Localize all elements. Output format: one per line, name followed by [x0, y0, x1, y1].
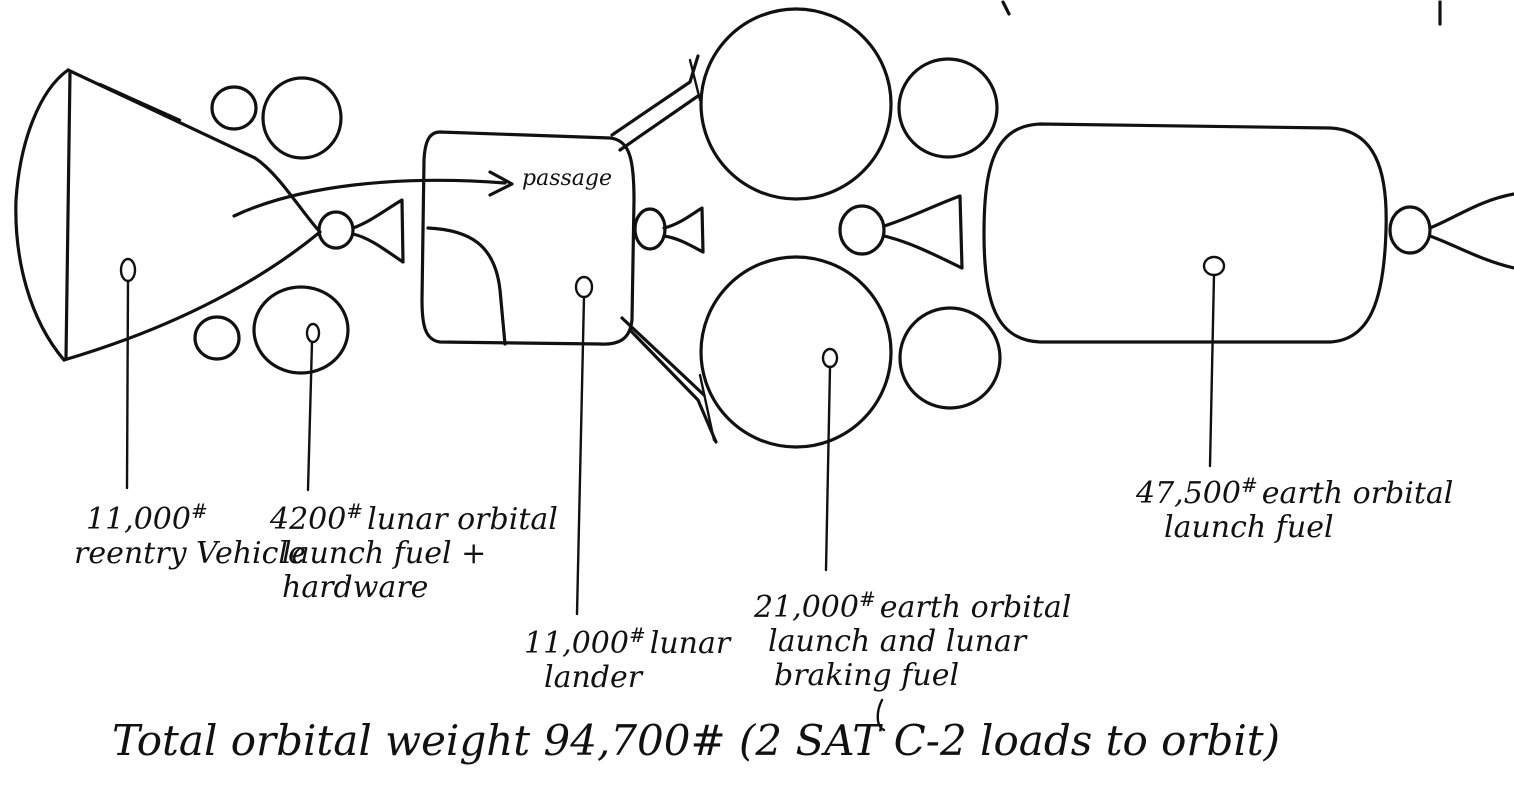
lunar-orbital-weight: 4200 — [270, 502, 346, 537]
top-edge-stroke — [1003, 2, 1009, 14]
earth-braking-line-3: braking fuel — [754, 659, 1071, 693]
engine-4 — [1390, 194, 1514, 268]
lunar-orbital-line-1: lunar orbital — [367, 502, 558, 537]
earth-orbital-weight: 47,500 — [1136, 476, 1241, 511]
engine-3 — [840, 196, 962, 268]
lunar-orbital-line-2: launch fuel + — [270, 537, 558, 571]
reentry-mark: # — [191, 499, 208, 523]
lander-mark: # — [629, 623, 646, 647]
lunar-orbital-fuel-tanks — [195, 78, 348, 373]
lander-weight: 11,000 — [524, 626, 629, 661]
earth-orbital-line-2: launch fuel — [1136, 511, 1453, 545]
earth-braking-tanks — [701, 9, 1000, 447]
label-earth-braking: 21,000#earth orbital launch and lunar br… — [754, 582, 1071, 693]
passage-label: passage — [522, 166, 612, 191]
label-lunar-lander: 11,000#lunar lander — [524, 618, 730, 695]
reentry-vehicle — [16, 70, 320, 360]
lunar-orbital-mark: # — [346, 499, 363, 523]
earth-braking-weight: 21,000 — [754, 590, 859, 625]
label-earth-orbital-fuel: 47,500#earth orbital launch fuel — [1136, 468, 1453, 545]
earth-orbital-mark: # — [1241, 473, 1258, 497]
reentry-weight: 11,000 — [86, 502, 191, 537]
lander-line-1: lunar — [650, 626, 730, 661]
label-lunar-orbital-fuel: 4200#lunar orbital launch fuel + hardwar… — [270, 494, 558, 605]
lander-line-2: lander — [524, 661, 730, 695]
earth-braking-mark: # — [859, 587, 876, 611]
earth-orbital-line-1: earth orbital — [1262, 476, 1454, 511]
earth-orbital-fuel-tank — [984, 124, 1386, 342]
earth-braking-line-1: earth orbital — [880, 590, 1072, 625]
total-weight-caption: Total orbital weight 94,700# (2 SAT C-2 … — [112, 716, 1280, 765]
lunar-lander — [422, 132, 634, 344]
lunar-orbital-line-3: hardware — [270, 571, 558, 605]
engine-1 — [319, 200, 403, 262]
earth-braking-line-2: launch and lunar — [754, 625, 1071, 659]
